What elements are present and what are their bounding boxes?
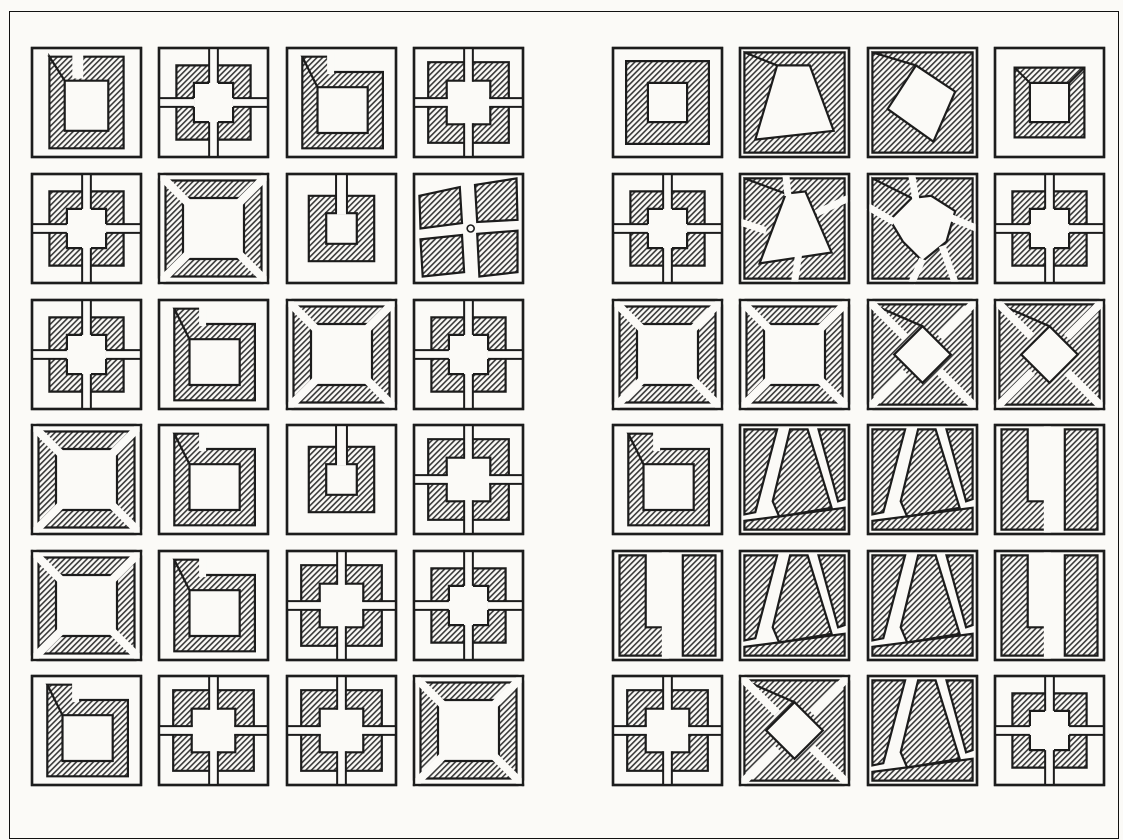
block-tile-chamfered-corners [613,300,722,409]
block-tile-l-shape [159,551,268,660]
block-tile-star-six [868,174,977,283]
block-tile-square-four-stubs [995,174,1104,283]
block-tile-star-triangle [740,174,849,283]
block-shape [159,676,268,785]
block-tile-star-x [740,676,849,785]
block-tile-vertical-strips [613,551,722,660]
block-tile-square-four-stubs [32,174,141,283]
block-shape [287,551,396,660]
block-tile-rhombus [868,48,977,157]
block-tile-chamfered-corners [287,300,396,409]
block-shape [414,425,523,534]
block-tile-rough-square [613,48,722,157]
block-tile-l-shape [159,300,268,409]
block-tile-chamfered-corners [740,300,849,409]
block-shape [287,676,396,785]
block-tile-cross-cut [414,48,523,157]
block-tile-chamfered-corners [159,174,268,283]
block-tile-diagonal-strips [740,551,849,660]
block-tile-square-four-stubs [32,300,141,409]
block-tile-square-four-stubs [613,174,722,283]
block-tile-cross-cut [287,551,396,660]
block-tile-square-four-stubs [414,300,523,409]
block-tile-chamfered-corners [32,425,141,534]
block-tile-star-x [995,300,1104,409]
block-tile-diagonal-strips [868,676,977,785]
block-tile-cross-cut [613,676,722,785]
block-shape [620,551,716,660]
block-tile-cross-cut [414,425,523,534]
block-tile-vertical-strips [995,425,1104,534]
block-tile-cross-cut [287,676,396,785]
block-tile-cross-cut [159,676,268,785]
block-tile-l-shape [613,425,722,534]
block-shape [1002,425,1098,534]
block-tile-notch-top [32,48,141,157]
block-shape [613,676,722,785]
block-tile-vertical-strips [995,551,1104,660]
block-tile-l-shape [159,425,268,534]
block-tile-l-shape [287,48,396,157]
block-tile-irregular-blocks [414,174,523,283]
block-tile-square-top-stub [287,174,396,283]
block-shape [1002,551,1098,660]
block-tile-square-top-stub [287,425,396,534]
block-tile-chamfered-corners [32,551,141,660]
block-tile-square-four-stubs [159,48,268,157]
block-tile-star-x [868,300,977,409]
block-tile-square-four-stubs [414,551,523,660]
block-tile-trapezoid [740,48,849,157]
block-tile-inner-bevel-square [995,48,1104,157]
block-shape [414,48,523,157]
block-tile-diagonal-strips [868,551,977,660]
block-tile-diagonal-strips [740,425,849,534]
block-tile-chamfered-corners [414,676,523,785]
block-tile-l-shape [32,676,141,785]
left-panel [32,48,523,785]
block-tile-square-four-stubs [995,676,1104,785]
block-tile-diagonal-strips [868,425,977,534]
right-panel [613,48,1104,785]
